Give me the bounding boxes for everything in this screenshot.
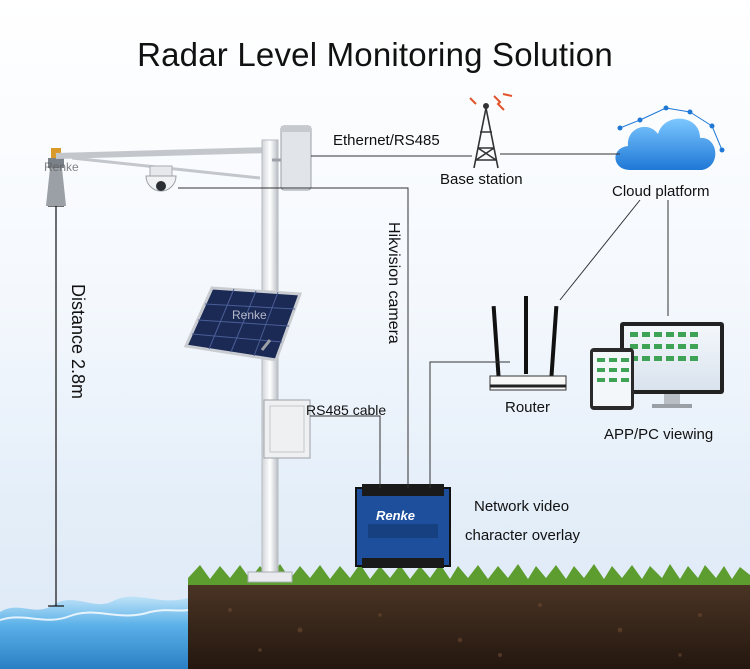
ethernet-label: Ethernet/RS485 [333, 132, 440, 149]
cloud-icon [615, 105, 725, 170]
rs485-cable-label: RS485 cable [306, 402, 387, 418]
main-pole [247, 139, 293, 583]
app-pc-screens [590, 322, 724, 410]
solar-panel [183, 286, 303, 362]
nvr-label-line2: character overlay [465, 527, 581, 544]
ground [188, 564, 750, 669]
connection-lines [178, 153, 669, 488]
cloud-platform-label: Cloud platform [612, 183, 710, 200]
router-label: Router [505, 399, 551, 416]
distance-label: Distance 2.8m [68, 284, 88, 400]
dome-camera [145, 165, 177, 192]
watermark-sensor: Renke [44, 160, 79, 174]
distance-dimension [48, 205, 64, 607]
hikvision-camera-label: Hikvision camera [385, 222, 402, 344]
page-title: Radar Level Monitoring Solution [137, 36, 613, 73]
water-surface [0, 596, 189, 669]
watermark-panel: Renke [232, 308, 267, 322]
router-icon [489, 296, 567, 391]
nvr-device [355, 484, 451, 568]
base-station-label: Base station [440, 171, 523, 188]
app-pc-label: APP/PC viewing [604, 426, 714, 443]
radar-housing [272, 125, 312, 191]
nvr-label-line1: Network video [474, 498, 570, 515]
base-station-tower [469, 93, 513, 169]
control-box [263, 399, 311, 459]
device-brand: Renke [376, 508, 416, 523]
